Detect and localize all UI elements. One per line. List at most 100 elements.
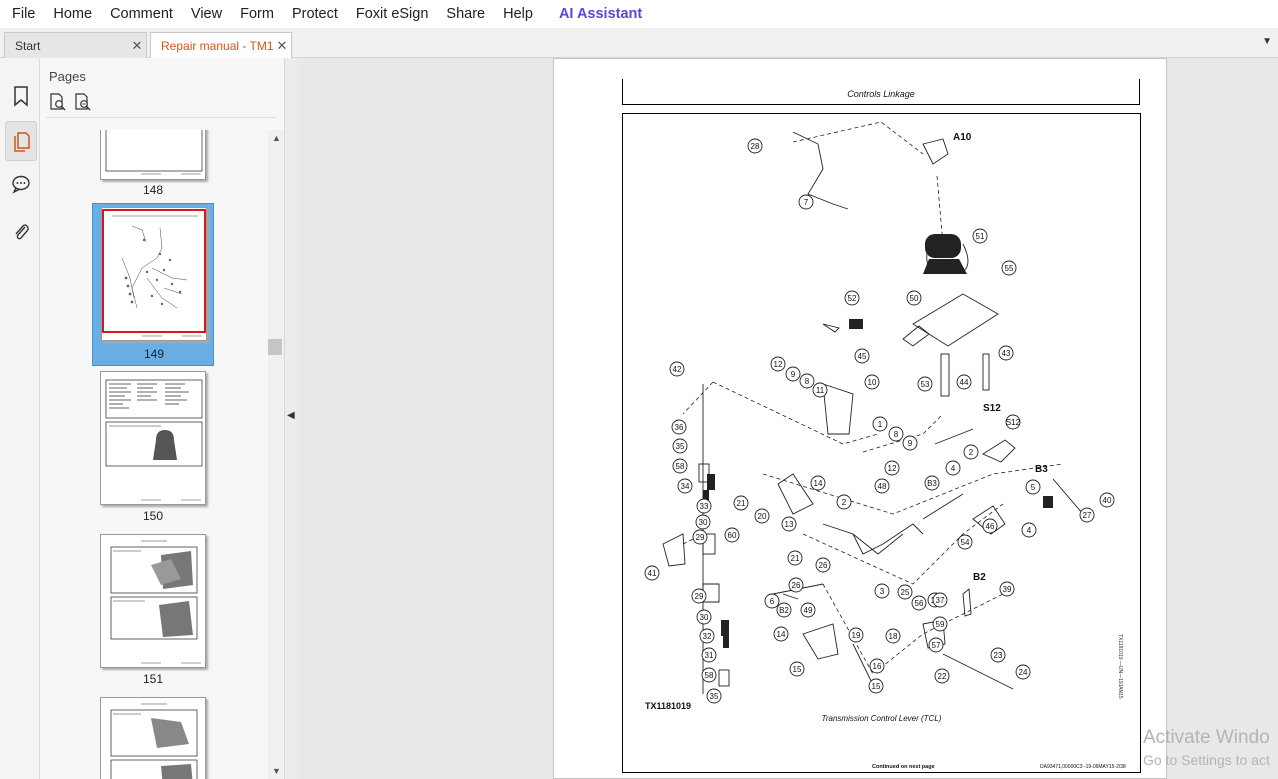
callout-circle [1099,492,1115,508]
page-header: Controls Linkage [622,79,1140,105]
callout-circle [696,609,712,625]
callout-circle [888,426,904,442]
figure-id: TX1181019 [645,701,692,711]
menu-comment[interactable]: Comment [110,6,173,22]
callout-circle [911,595,927,611]
callout-label: 11 [816,386,825,395]
menu-foxit-esign[interactable]: Foxit eSign [355,6,429,22]
callout-circle [956,374,972,390]
callout-circle [787,550,803,566]
menu-help[interactable]: Help [503,6,533,22]
callout-label: 42 [673,365,682,374]
bookmark-button[interactable] [5,76,37,116]
menu-form[interactable]: Form [240,6,274,22]
page-zoom-out-icon[interactable] [74,93,92,111]
callout-label: 2 [969,448,974,457]
callout-label: 15 [793,665,802,674]
tab-start[interactable]: Start ✕ [4,32,147,58]
pages-button[interactable] [5,121,37,161]
callout-label: 1 [878,420,883,429]
callout-label: 26 [819,561,828,570]
page-thumbnail-image [101,207,207,341]
thumbnail-list: 148 149 [40,130,268,779]
callout-label: 14 [777,630,786,639]
callout-label: 27 [1083,511,1092,520]
comment-button[interactable] [5,164,37,204]
attachment-icon [15,224,29,240]
callout-circle [874,583,890,599]
callout-label: 29 [695,592,704,601]
callout-label: 35 [676,442,685,451]
callout-label: 4 [1027,526,1032,535]
figure-caption: Transmission Control Lever (TCL) [821,714,942,723]
callout-circle [810,475,826,491]
callout-circle [932,616,948,632]
callout-label: 52 [848,294,857,303]
callout-circle [789,661,805,677]
tab-list-dropdown-icon[interactable]: ▼ [1262,36,1272,47]
menu-file[interactable]: File [12,6,36,22]
chevron-left-icon[interactable]: ◀ [287,410,295,421]
menu-ai-assistant[interactable]: AI Assistant [558,6,643,22]
attachment-button[interactable] [5,212,37,252]
callout-circle [669,361,685,377]
callout-circle [874,478,890,494]
callout-circle [754,508,770,524]
callout-circle [701,667,717,683]
menu-view[interactable]: View [190,6,223,22]
callout-label: 34 [681,482,690,491]
page-thumbnail-image [100,534,206,668]
callout-label: 40 [1103,496,1112,505]
navigation-rail [0,58,40,779]
callout-circle [1015,664,1031,680]
callout-label: 30 [700,613,709,622]
figure-code: TX1181019 —UN—19JAN15 [1117,634,1123,699]
menu-share[interactable]: Share [446,6,486,22]
callout-label: 23 [994,651,1003,660]
callout-label: 4 [951,464,956,473]
callout-label: 43 [1002,349,1011,358]
callout-circle [897,584,913,600]
callout-circle [906,290,922,306]
callout-circle [869,658,885,674]
scroll-down-icon[interactable]: ▼ [272,766,281,776]
callout-circle [864,374,880,390]
page-zoom-in-icon[interactable] [49,93,67,111]
callout-label: 58 [705,671,714,680]
callout-label: 8 [805,377,810,386]
callout-circle [945,460,961,476]
scrollbar-thumb[interactable] [268,339,282,355]
page-thumbnail-image [100,130,206,180]
tab-start-label: Start [15,38,41,53]
callout-circle [770,356,786,372]
callout-label: 13 [785,520,794,529]
close-icon[interactable]: ✕ [131,37,143,53]
callout-circle [785,366,801,382]
collapse-panel-handle[interactable]: ◀ [284,58,297,779]
close-icon[interactable]: ✕ [276,38,288,53]
tab-bar: Start ✕ Repair manual - TM1... ✕ ▼ [0,28,1278,59]
callout-label: 21 [737,499,746,508]
callout-label: 31 [705,651,714,660]
tab-repair-manual[interactable]: Repair manual - TM1... ✕ [150,32,292,59]
callout-label: 26 [792,581,801,590]
thumbnail-scrollbar[interactable]: ▲ ▼ [268,130,284,779]
callout-label: 9 [791,370,796,379]
scroll-up-icon[interactable]: ▲ [272,133,281,143]
thumbnail-149[interactable]: 149 [92,203,214,366]
callout-label: 8 [894,430,899,439]
callout-label: 39 [1003,585,1012,594]
callout-circle [677,478,693,494]
callout-label: 10 [868,378,877,387]
callout-label: 59 [936,620,945,629]
callout-label: 25 [901,588,910,597]
exploded-parts-diagram: 2875155525045534443421298111036355834333… [644,121,1115,704]
continued-note: Continued on next page [872,764,935,770]
document-view[interactable]: Controls Linkage [297,58,1278,779]
menu-home[interactable]: Home [53,6,93,22]
callout-label: 45 [858,352,867,361]
thumbnail-number: 148 [142,183,164,197]
callout-circle [872,416,888,432]
menu-protect[interactable]: Protect [291,6,338,22]
callout-circle [733,495,749,511]
